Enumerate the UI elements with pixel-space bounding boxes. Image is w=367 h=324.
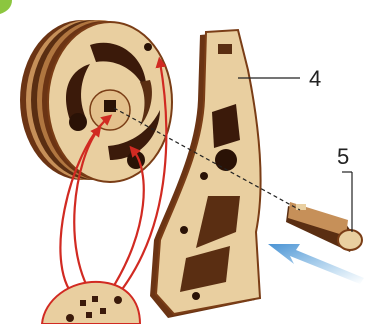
gear-part [42, 282, 140, 324]
callout-5-label: 5 [337, 144, 349, 169]
corner-marker [0, 0, 12, 14]
callout-4-label: 4 [309, 66, 321, 91]
wheel-part [20, 20, 172, 182]
